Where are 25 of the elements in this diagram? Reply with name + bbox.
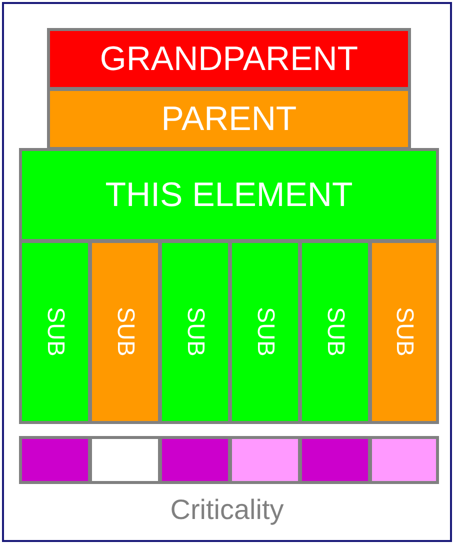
block-label: SUB (251, 307, 279, 357)
criticality-cell (369, 436, 439, 484)
grandparent-block (47, 28, 411, 90)
block-label: SUB (321, 307, 349, 357)
block-label: THIS ELEMENT (105, 176, 353, 214)
sub-block (159, 240, 231, 424)
block-label: SUB (41, 307, 69, 357)
element-block (19, 148, 439, 242)
sub-block (369, 240, 439, 424)
criticality-cell (89, 436, 161, 484)
block-label: SUB (390, 307, 418, 357)
block-label: GRANDPARENT (100, 40, 358, 78)
sub-block (299, 240, 371, 424)
block-label: SUB (111, 307, 139, 357)
sub-block (89, 240, 161, 424)
parent-block (47, 88, 411, 150)
sub-block (19, 240, 91, 424)
criticality-cell (299, 436, 371, 484)
criticality-cell (19, 436, 91, 484)
criticality-cell (229, 436, 301, 484)
block-label: SUB (181, 307, 209, 357)
sub-block (229, 240, 301, 424)
block-label: PARENT (161, 100, 297, 138)
criticality-cell (159, 436, 231, 484)
legend-caption: Criticality (170, 494, 284, 525)
